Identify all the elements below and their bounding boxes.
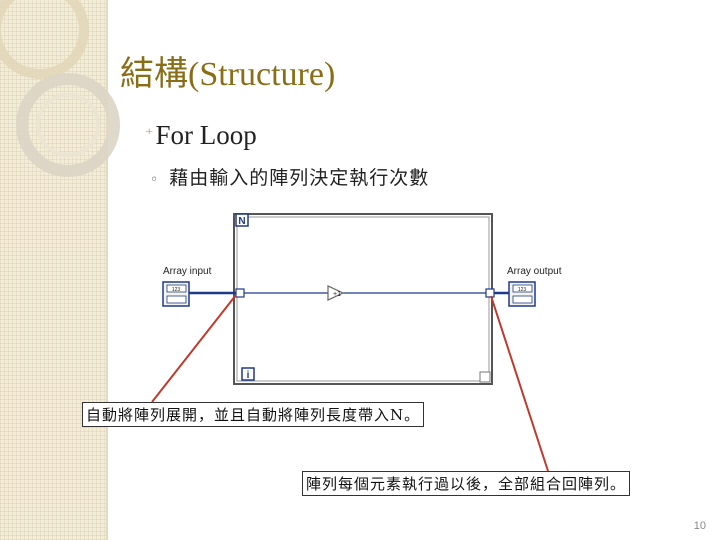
array-input-label: Array input xyxy=(163,266,212,277)
slide-title: 結構(Structure) xyxy=(120,56,336,93)
resize-handle[interactable] xyxy=(479,371,491,383)
bullet-level-1-text: For Loop xyxy=(155,120,257,150)
decorative-divider xyxy=(106,0,108,540)
svg-text:123: 123 xyxy=(172,287,181,293)
array-output-label: Array output xyxy=(507,266,562,277)
input-tunnel[interactable] xyxy=(235,288,245,298)
array-output-indicator[interactable]: 123 xyxy=(508,281,536,307)
bullet-level-2-text: 藉由輸入的陣列決定執行次數 xyxy=(169,167,430,189)
bullet-icon: ⁺ xyxy=(145,126,154,143)
iteration-terminal[interactable]: i xyxy=(241,367,255,381)
count-terminal[interactable]: N xyxy=(235,213,249,227)
callout-arrow-right xyxy=(490,295,549,472)
svg-text:N: N xyxy=(238,216,245,227)
svg-text:123: 123 xyxy=(518,287,527,293)
output-tunnel[interactable] xyxy=(485,288,495,298)
circle-bullet-icon: ◦ xyxy=(150,172,160,188)
callout-right: 陣列每個元素執行過以後，全部組合回陣列。 xyxy=(302,471,631,496)
svg-text:i: i xyxy=(247,370,250,381)
bullet-level-1: ⁺For Loop xyxy=(145,120,257,151)
callout-left: 自動將陣列展開，並且自動將陣列長度帶入N。 xyxy=(82,402,425,427)
array-input-control[interactable]: 123 xyxy=(162,281,190,307)
for-loop-structure xyxy=(233,213,493,385)
decorative-rings xyxy=(0,0,120,177)
bullet-level-2: ◦ 藉由輸入的陣列決定執行次數 xyxy=(150,163,429,190)
svg-text:+1: +1 xyxy=(333,291,341,298)
page-number: 10 xyxy=(693,520,706,532)
callout-arrow-left xyxy=(151,294,237,403)
increment-function[interactable]: +1 xyxy=(327,285,345,301)
